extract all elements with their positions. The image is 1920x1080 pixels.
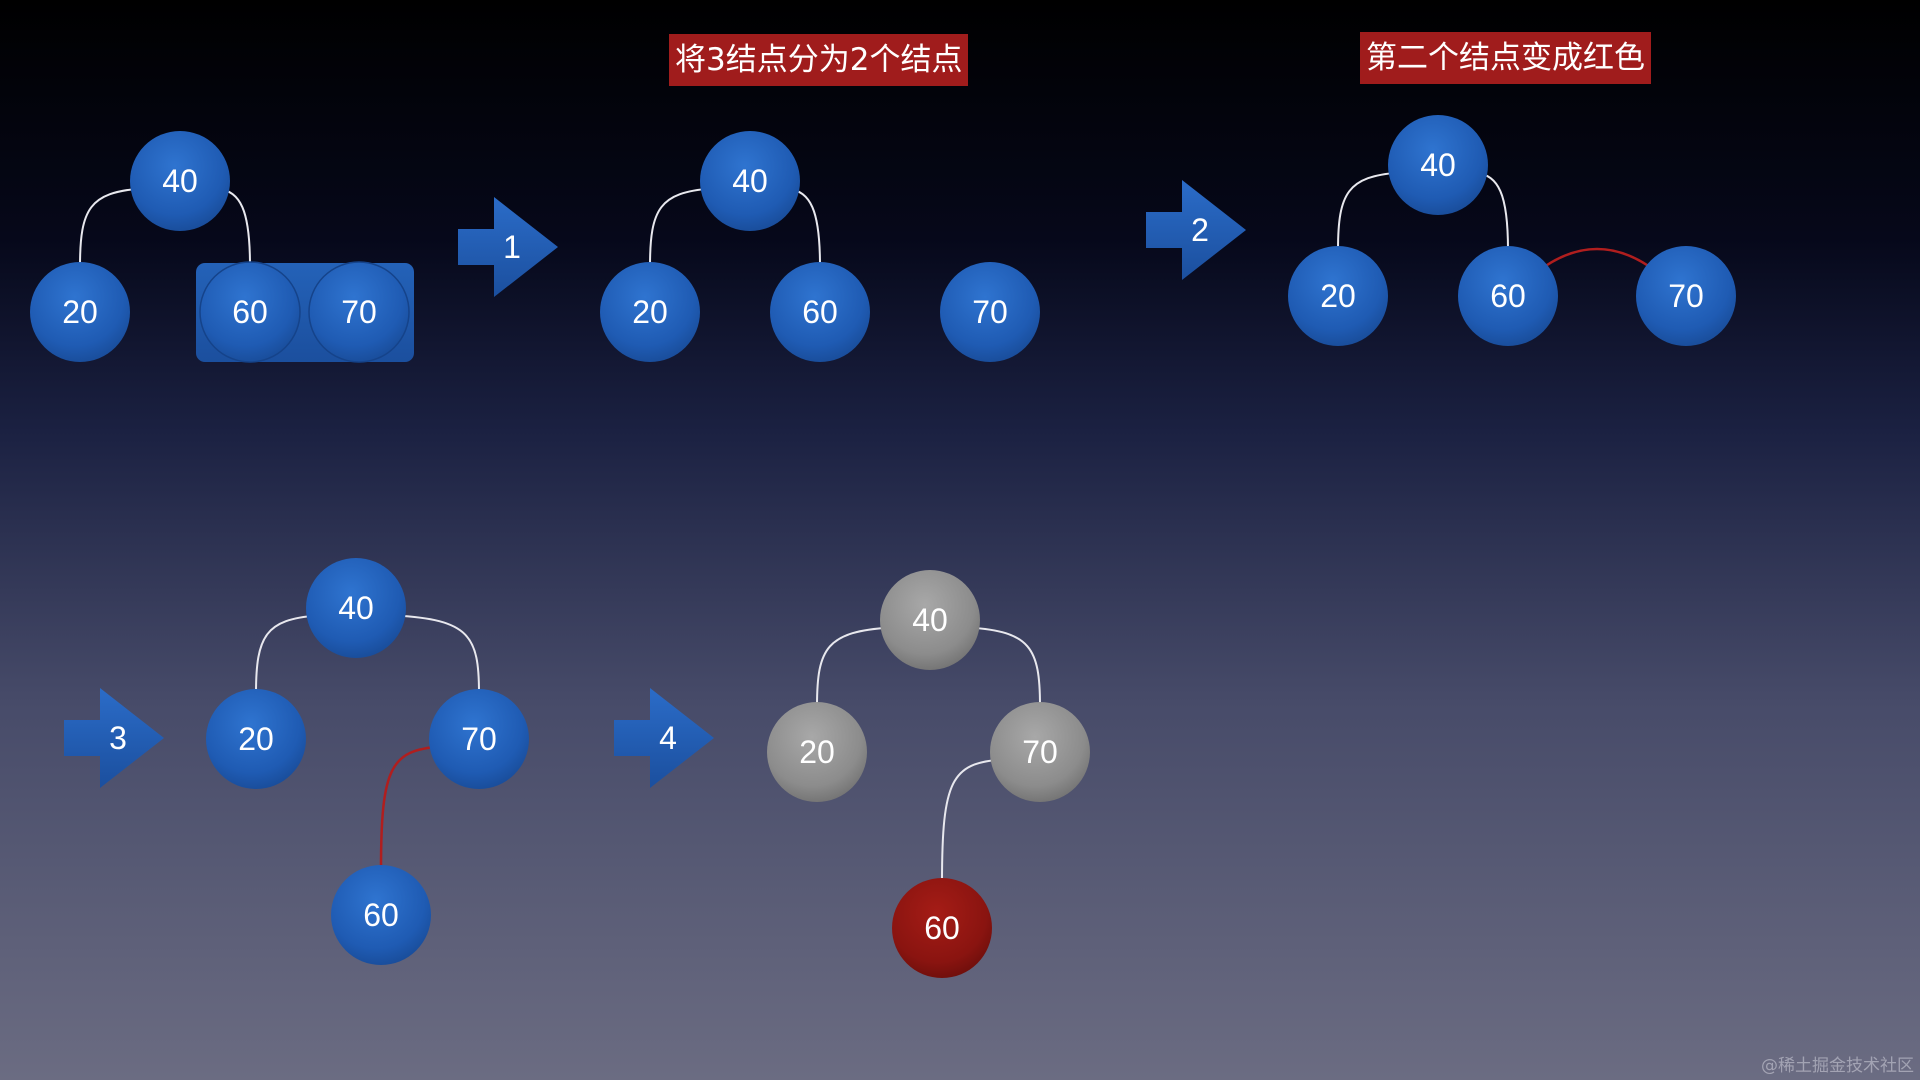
node-circle — [1388, 115, 1488, 215]
arrows-layer: 1 2 3 4 — [64, 180, 1246, 788]
tree-edge-after-rotate-0 — [255, 614, 318, 694]
tree-edge-after-rotate-1 — [394, 614, 480, 694]
tree-node-after-recolor-70: 70 — [1636, 246, 1736, 346]
tree-node-initial-70: 70 — [308, 261, 410, 363]
tree-node-after-recolor-40: 40 — [1388, 115, 1488, 215]
step-label: 2 — [1191, 212, 1209, 248]
tree-node-after-split-70: 70 — [940, 262, 1040, 362]
node-label: 40 — [162, 163, 198, 199]
arrow-icon — [614, 688, 714, 788]
node-label: 20 — [238, 721, 274, 757]
node-label: 40 — [338, 590, 374, 626]
tree-node-after-split-40: 40 — [700, 131, 800, 231]
node-label: 40 — [912, 602, 948, 638]
tree-node-after-recolor-60: 60 — [1458, 246, 1558, 346]
split-caption: 将3结点分为2个结点 — [669, 34, 969, 86]
tree-node-final-red-black-70: 70 — [990, 702, 1090, 802]
node-label: 60 — [363, 897, 399, 933]
tree-edge-after-split-0 — [649, 187, 712, 267]
tree-edge-final-red-black-2 — [941, 758, 1002, 883]
node-label: 60 — [802, 294, 838, 330]
node-label: 20 — [1320, 278, 1356, 314]
arrow-icon — [458, 197, 558, 297]
tree-edge-after-recolor-2 — [1544, 247, 1650, 268]
node-circle — [1636, 246, 1736, 346]
node-label: 40 — [1420, 147, 1456, 183]
node-label: 40 — [732, 163, 768, 199]
recolor-caption: 第二个结点变成红色 — [1360, 32, 1651, 84]
tree-edge-final-red-black-0 — [816, 626, 892, 707]
tree-edge-after-rotate-2 — [379, 745, 441, 870]
node-label: 70 — [972, 294, 1008, 330]
node-circle — [880, 570, 980, 670]
node-circle — [1288, 246, 1388, 346]
tree-node-final-red-black-20: 20 — [767, 702, 867, 802]
node-label: 70 — [1668, 278, 1704, 314]
arrow-icon — [64, 688, 164, 788]
tree-node-after-recolor-20: 20 — [1288, 246, 1388, 346]
node-label: 60 — [924, 910, 960, 946]
node-label: 60 — [232, 294, 268, 330]
tree-node-after-split-60: 60 — [770, 262, 870, 362]
step-arrow-1: 1 — [458, 197, 558, 297]
node-label: 70 — [341, 294, 377, 330]
tree-node-initial-60: 60 — [199, 261, 301, 363]
node-circle — [940, 262, 1040, 362]
tree-node-initial-40: 40 — [130, 131, 230, 231]
node-circle — [700, 131, 800, 231]
node-circle — [130, 131, 230, 231]
step-arrow-3: 3 — [64, 688, 164, 788]
node-circle — [770, 262, 870, 362]
tree-node-after-rotate-20: 20 — [206, 689, 306, 789]
node-circle — [600, 262, 700, 362]
node-label: 20 — [799, 734, 835, 770]
tree-edge-after-recolor-0 — [1337, 171, 1400, 251]
node-label: 70 — [1022, 734, 1058, 770]
tree-node-initial-20: 20 — [30, 262, 130, 362]
step-arrow-4: 4 — [614, 688, 714, 788]
arrow-icon — [1146, 180, 1246, 280]
step-label: 4 — [659, 720, 677, 756]
node-circle — [767, 702, 867, 802]
node-label: 20 — [632, 294, 668, 330]
tree-node-final-red-black-60: 60 — [892, 878, 992, 978]
tree-node-after-rotate-40: 40 — [306, 558, 406, 658]
node-circle — [331, 865, 431, 965]
tree-node-after-rotate-70: 70 — [429, 689, 529, 789]
node-label: 70 — [461, 721, 497, 757]
tree-node-after-split-20: 20 — [600, 262, 700, 362]
node-circle — [308, 261, 410, 363]
nodes-layer: 40 20 60 70 40 20 60 70 40 20 60 70 40 20 70 60 40 20 70 60 — [30, 115, 1736, 978]
node-circle — [892, 878, 992, 978]
node-circle — [30, 262, 130, 362]
node-circle — [429, 689, 529, 789]
node-label: 20 — [62, 294, 98, 330]
node-circle — [1458, 246, 1558, 346]
node-label: 60 — [1490, 278, 1526, 314]
node-circle — [206, 689, 306, 789]
tree-edge-initial-0 — [79, 187, 142, 267]
tree-node-final-red-black-40: 40 — [880, 570, 980, 670]
node-circle — [306, 558, 406, 658]
node-circle — [990, 702, 1090, 802]
step-label: 1 — [503, 229, 521, 265]
watermark: @稀土掘金技术社区 — [1761, 1056, 1914, 1076]
step-label: 3 — [109, 720, 127, 756]
node-circle — [199, 261, 301, 363]
tree-edge-final-red-black-1 — [968, 626, 1041, 707]
step-arrow-2: 2 — [1146, 180, 1246, 280]
tree-node-after-rotate-60: 60 — [331, 865, 431, 965]
